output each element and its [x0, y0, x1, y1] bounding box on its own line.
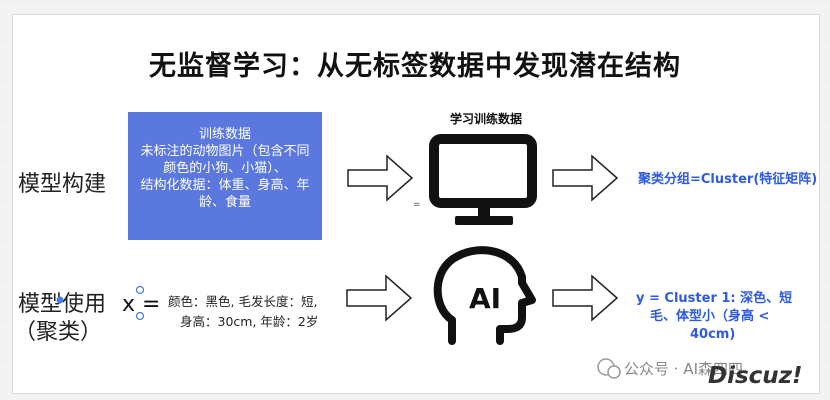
- wechat-icon: [597, 358, 621, 379]
- feature-line: 身高：30cm, 年龄：2岁: [180, 314, 319, 329]
- ai-label: AI: [469, 282, 502, 315]
- arrow-right-icon: [346, 274, 413, 322]
- box-line: 未标注的动物图片（包含不同: [140, 144, 310, 159]
- row-label-model-use: 模型使用: [18, 292, 107, 317]
- decorative-circle: [56, 296, 64, 304]
- ai-head-icon: [433, 246, 536, 345]
- arrow-right-icon: [552, 154, 619, 202]
- arrow-right-icon: [347, 154, 414, 202]
- training-data-box: 训练数据 未标注的动物图片（包含不同 颜色的小狗、小猫）、 结构化数据：体重、身…: [128, 112, 322, 240]
- decorative-circle: [135, 311, 145, 321]
- box-line: 结构化数据：体重、身高、年: [140, 178, 310, 193]
- stray-mark: =: [413, 200, 421, 210]
- box-line: 颜色的小狗、小猫）、: [163, 161, 287, 176]
- decorative-circle: [135, 285, 145, 295]
- watermark-text: 公众号 · AI森四四: [624, 360, 743, 378]
- diagram-title: 无监督学习：从无标签数据中发现潜在结构: [149, 51, 681, 82]
- result-line: 毛、体型小（身高 <: [650, 309, 770, 324]
- monitor-icon: [429, 134, 537, 225]
- discuz-logo: Discuz!: [708, 363, 803, 389]
- row-label-model-build: 模型构建: [18, 172, 107, 197]
- result-line: y = Cluster 1: 深色、短: [636, 291, 793, 306]
- feature-line: 颜色：黑色, 毛发长度：短,: [168, 294, 318, 309]
- result-line: 40cm): [690, 327, 736, 342]
- box-line: 龄、食量: [198, 195, 251, 210]
- arrow-right-icon: [552, 274, 619, 322]
- feature-text: 颜色：黑色, 毛发长度：短, 身高：30cm, 年龄：2岁: [168, 292, 318, 332]
- row-label-clustering: （聚类）: [14, 320, 103, 345]
- training-caption: 学习训练数据: [450, 112, 523, 126]
- box-line: 训练数据: [198, 127, 251, 142]
- cluster-output-text: 聚类分组=Cluster(特征矩阵): [638, 172, 818, 187]
- cluster-result-text: y = Cluster 1: 深色、短 毛、体型小（身高 < 40cm): [636, 290, 792, 344]
